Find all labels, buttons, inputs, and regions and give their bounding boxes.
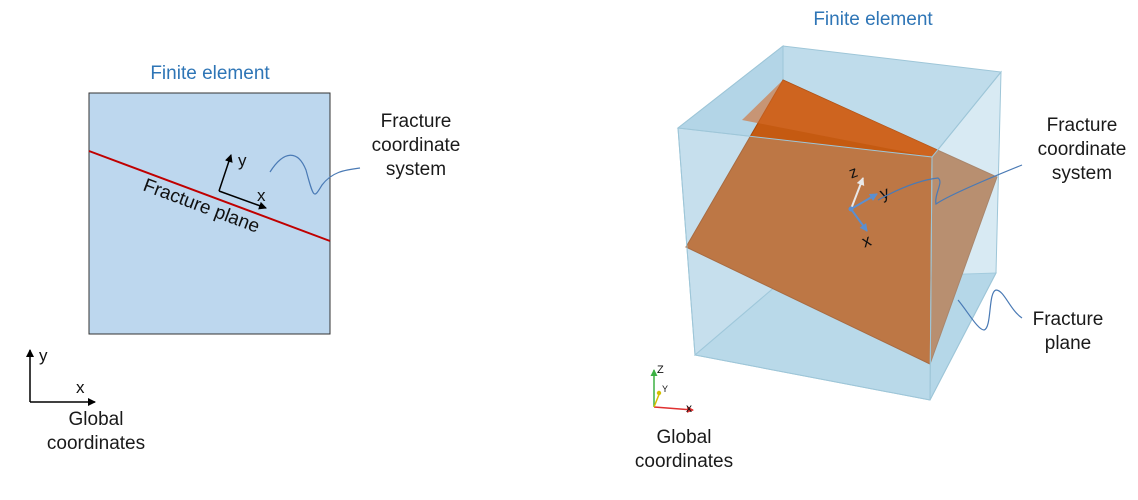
left-fracture-cs-label: Fracture coordinate system <box>356 110 476 182</box>
right-fracture-plane-label: Fracture plane <box>1013 308 1123 356</box>
right-global-line-2: coordinates <box>634 451 734 472</box>
left-fracture-cs-line-3: system <box>385 159 447 180</box>
cube <box>676 44 1002 401</box>
local-x-label: x <box>257 186 266 205</box>
right-fracture-plane-line-2: plane <box>1044 333 1092 354</box>
right-global-coordinates-label: Global coordinates <box>614 426 754 474</box>
right-fracture-cs-line-1: Fracture <box>1046 115 1118 136</box>
finite-element-square <box>88 92 331 335</box>
right-fracture-cs-line-2: coordinate <box>1037 139 1127 160</box>
cube-front-face <box>677 127 933 401</box>
fracture-line <box>88 150 331 242</box>
right-fracture-cs-line-3: system <box>1051 163 1113 184</box>
left-fracture-cs-leader <box>269 154 361 195</box>
global-x-label: x <box>76 378 85 397</box>
local-y-axis-arrow <box>218 154 233 192</box>
global-z-label-3d: Z <box>657 364 664 376</box>
left-element-title: Finite element <box>150 63 270 84</box>
left-global-coordinates-label: Global coordinates <box>26 408 166 456</box>
right-fracture-cs-label: Fracture coordinate system <box>1020 114 1138 186</box>
local-x-axis-arrow <box>218 190 267 210</box>
right-fracture-cs-leader <box>877 164 1023 205</box>
left-fracture-cs-line-1: Fracture <box>380 111 452 132</box>
local-y-axis-arrow-3d <box>850 193 878 210</box>
local-x-axis-arrow-3d <box>850 208 868 232</box>
right-fracture-plane-leader <box>957 289 1023 331</box>
global-y-dot <box>656 390 662 396</box>
local-origin-dot <box>848 206 854 212</box>
local-z-axis-arrow <box>850 177 865 210</box>
left-global-line-1: Global <box>68 409 124 430</box>
global-y-label: y <box>39 346 48 365</box>
left-global-line-2: coordinates <box>46 433 146 454</box>
right-fracture-plane-line-1: Fracture <box>1032 309 1104 330</box>
right-element-title: Finite element <box>813 9 933 30</box>
global-x-axis-arrow-3d <box>653 406 694 414</box>
local-y-label: y <box>238 151 247 170</box>
fracture-plane-highlight <box>742 80 938 157</box>
global-x-label-3d: x <box>686 401 692 415</box>
left-fracture-cs-line-2: coordinate <box>371 135 461 156</box>
right-global-line-1: Global <box>656 427 712 448</box>
global-y-label-3d: Y <box>662 384 668 394</box>
